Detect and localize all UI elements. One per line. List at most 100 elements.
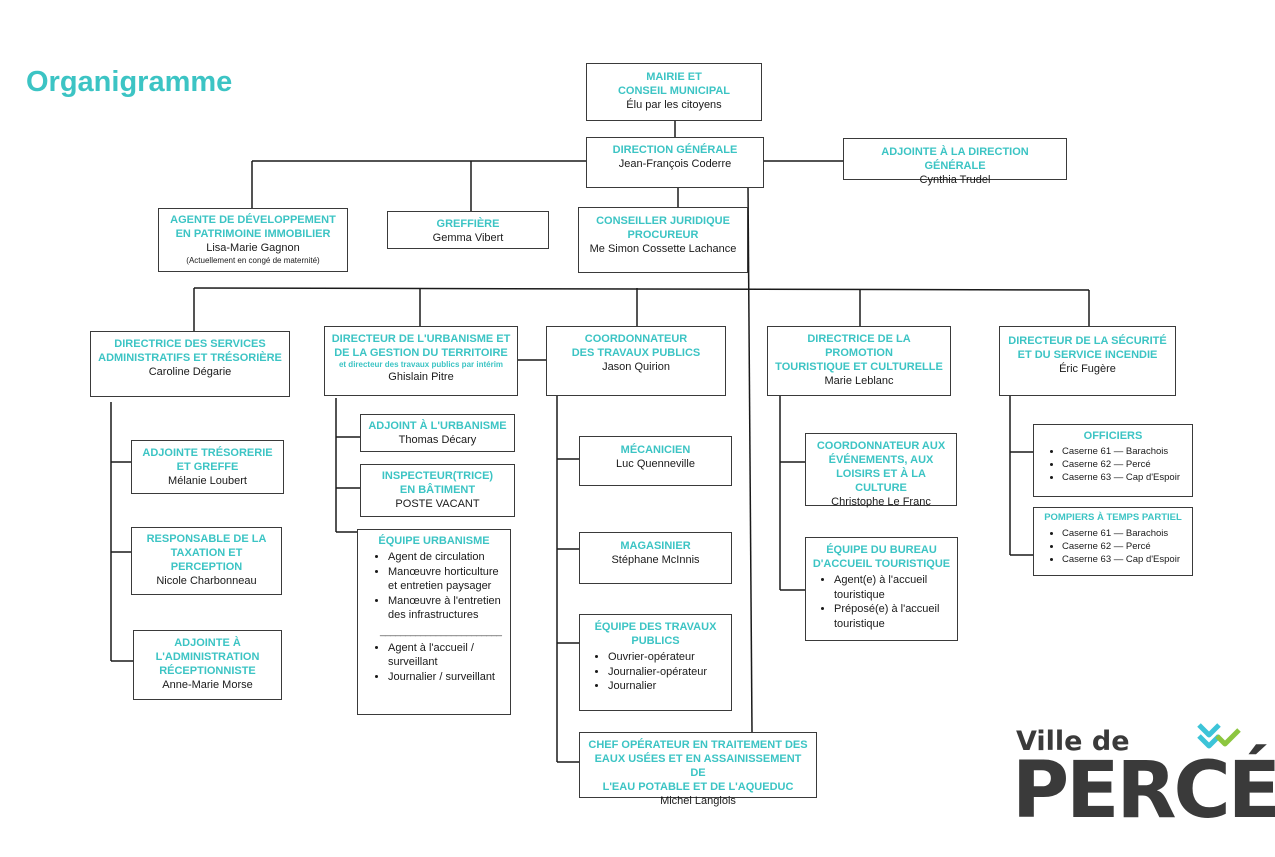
agente-note: (Actuellement en congé de maternité) xyxy=(186,256,320,265)
agente-title-1: AGENTE DE DÉVELOPPEMENT xyxy=(170,214,336,226)
adj-admin-name: Anne-Marie Morse xyxy=(162,679,253,691)
conseiller-juridique-box: CONSEILLER JURIDIQUE PROCUREUR Me Simon … xyxy=(578,207,748,273)
resp-tax-title-2: TAXATION ET xyxy=(170,547,243,559)
magasinier-box: MAGASINIER Stéphane McInnis xyxy=(579,532,732,584)
conseiller-title-1: CONSEILLER JURIDIQUE xyxy=(596,215,730,227)
equipe-travaux-publics-box: ÉQUIPE DES TRAVAUX PUBLICS Ouvrier-opéra… xyxy=(579,614,732,711)
greffiere-box: GREFFIÈRE Gemma Vibert xyxy=(387,211,549,249)
secu-title-1: DIRECTEUR DE LA SÉCURITÉ xyxy=(1008,335,1167,347)
list-item: Journalier-opérateur xyxy=(608,665,727,680)
list-item: Caserne 62 — Percé xyxy=(1062,458,1190,471)
adjointe-administration-box: ADJOINTE À L'ADMINISTRATION RÉCEPTIONNIS… xyxy=(133,630,282,700)
conseiller-name: Me Simon Cossette Lachance xyxy=(589,243,737,255)
urb-title-1: DIRECTEUR DE L'URBANISME ET xyxy=(331,333,511,345)
secu-name: Éric Fugère xyxy=(1059,363,1116,375)
equipe-urb-separator: ________________________ xyxy=(380,625,502,637)
inspect-title-1: INSPECTEUR(TRICE) xyxy=(381,470,494,482)
adj-admin-title-3: RÉCEPTIONNISTE xyxy=(159,665,256,677)
coord-evt-title-1: COORDONNATEUR AUX xyxy=(816,440,946,452)
adjointe-dg-box: ADJOINTE À LA DIRECTION GÉNÉRALE Cynthia… xyxy=(843,138,1067,186)
adjointe-tresorerie-box: ADJOINTE TRÉSORERIE ET GREFFE Mélanie Lo… xyxy=(131,440,284,494)
chef-operateur-box: CHEF OPÉRATEUR EN TRAITEMENT DES EAUX US… xyxy=(579,732,817,807)
equipe-bureau-title-2: D'ACCUEIL TOURISTIQUE xyxy=(812,558,951,570)
promo-title-1: DIRECTRICE DE LA PROMOTION xyxy=(807,333,911,359)
pompiers-title: POMPIERS À TEMPS PARTIEL xyxy=(1044,512,1182,523)
coordonnateur-tp-box: COORDONNATEUR DES TRAVAUX PUBLICS Jason … xyxy=(546,326,726,396)
page-title: Organigramme xyxy=(26,66,233,98)
adjointe-dg-title: ADJOINTE À LA DIRECTION GÉNÉRALE xyxy=(881,146,1029,172)
direction-generale-box: DIRECTION GÉNÉRALE Jean-François Coderre xyxy=(586,137,764,188)
mairie-title-2: CONSEIL MUNICIPAL xyxy=(617,85,731,97)
directrice-services-admin-box: DIRECTRICE DES SERVICES ADMINISTRATIFS E… xyxy=(90,331,290,397)
coord-evt-title-3: LOISIRS ET À LA CULTURE xyxy=(836,468,926,494)
list-item: Préposé(e) à l'accueil touristique xyxy=(834,602,953,631)
officiers-list: Caserne 61 — Barachois Caserne 62 — Perc… xyxy=(1036,445,1190,484)
list-item: Caserne 61 — Barachois xyxy=(1062,527,1190,540)
promo-title-2: TOURISTIQUE ET CULTURELLE xyxy=(775,361,943,373)
ville-de-perce-logo: Ville de PERCÉ xyxy=(1012,722,1275,842)
inspect-title-2: EN BÂTIMENT xyxy=(399,484,476,496)
tp-name: Jason Quirion xyxy=(602,361,670,373)
list-item: Journalier / surveillant xyxy=(388,670,506,685)
equipe-urb-list-a: Agent de circulation Manœuvre horticultu… xyxy=(362,550,506,623)
adjoint-urbanisme-box: ADJOINT À L'URBANISME Thomas Décary xyxy=(360,414,515,452)
tp-title-2: DES TRAVAUX PUBLICS xyxy=(571,347,701,359)
list-item: Caserne 63 — Cap d'Espoir xyxy=(1062,553,1190,566)
list-item: Caserne 61 — Barachois xyxy=(1062,445,1190,458)
meca-title: MÉCANICIEN xyxy=(620,444,691,456)
mairie-box: MAIRIE ET CONSEIL MUNICIPAL Élu par les … xyxy=(586,63,762,121)
chef-op-title-3: L'EAU POTABLE ET DE L'AQUEDUC xyxy=(602,781,794,793)
adjointe-dg-name: Cynthia Trudel xyxy=(919,174,991,186)
conseiller-title-2: PROCUREUR xyxy=(627,229,699,241)
dsa-title-1: DIRECTRICE DES SERVICES xyxy=(114,338,266,350)
list-item: Manœuvre horticulture et entretien paysa… xyxy=(388,565,506,594)
mecanicien-box: MÉCANICIEN Luc Quenneville xyxy=(579,436,732,486)
adj-admin-title-1: ADJOINTE À xyxy=(174,637,241,649)
urb-subtitle: et directeur des travaux publics par int… xyxy=(338,360,504,369)
equipe-urbanisme-box: ÉQUIPE URBANISME Agent de circulation Ma… xyxy=(357,529,511,715)
resp-tax-name: Nicole Charbonneau xyxy=(156,575,257,587)
coord-evt-name: Christophe Le Franc xyxy=(831,496,931,508)
resp-tax-title-1: RESPONSABLE DE LA xyxy=(146,533,267,545)
equipe-bureau-accueil-box: ÉQUIPE DU BUREAU D'ACCUEIL TOURISTIQUE A… xyxy=(805,537,958,641)
inspecteur-batiment-box: INSPECTEUR(TRICE) EN BÂTIMENT POSTE VACA… xyxy=(360,464,515,517)
equipe-bureau-title-1: ÉQUIPE DU BUREAU xyxy=(826,544,937,556)
dsa-name: Caroline Dégarie xyxy=(148,366,232,378)
pompiers-list: Caserne 61 — Barachois Caserne 62 — Perc… xyxy=(1036,527,1190,566)
dsa-title-2: ADMINISTRATIFS ET TRÉSORIÈRE xyxy=(98,352,282,364)
mairie-title-1: MAIRIE ET xyxy=(646,71,702,83)
adj-treso-name: Mélanie Loubert xyxy=(168,475,247,487)
agente-developpement-box: AGENTE DE DÉVELOPPEMENT EN PATRIMOINE IM… xyxy=(158,208,348,272)
list-item: Agent de circulation xyxy=(388,550,506,565)
adj-treso-title-2: ET GREFFE xyxy=(176,461,239,473)
equipe-tp-list: Ouvrier-opérateur Journalier-opérateur J… xyxy=(584,650,727,694)
agente-name: Lisa-Marie Gagnon xyxy=(206,242,300,254)
directeur-urbanisme-box: DIRECTEUR DE L'URBANISME ET DE LA GESTIO… xyxy=(324,326,518,396)
greffiere-name: Gemma Vibert xyxy=(432,232,504,244)
coordonnateur-evenements-box: COORDONNATEUR AUX ÉVÉNEMENTS, AUX LOISIR… xyxy=(805,433,957,508)
chef-op-title-2: EAUX USÉES ET EN ASSAINISSEMENT DE xyxy=(594,753,802,779)
promo-name: Marie Leblanc xyxy=(824,375,894,387)
greffiere-title: GREFFIÈRE xyxy=(436,218,500,230)
directrice-promotion-box: DIRECTRICE DE LA PROMOTION TOURISTIQUE E… xyxy=(767,326,951,396)
list-item: Caserne 62 — Percé xyxy=(1062,540,1190,553)
equipe-tp-title-1: ÉQUIPE DES TRAVAUX xyxy=(594,621,717,633)
equipe-urb-title: ÉQUIPE URBANISME xyxy=(378,535,490,547)
agente-title-2: EN PATRIMOINE IMMOBILIER xyxy=(175,228,331,240)
pompiers-temps-partiel-box: POMPIERS À TEMPS PARTIEL Caserne 61 — Ba… xyxy=(1033,507,1193,576)
chef-op-title-1: CHEF OPÉRATEUR EN TRAITEMENT DES xyxy=(588,739,808,751)
list-item: Agent à l'accueil / surveillant xyxy=(388,641,506,670)
magas-name: Stéphane McInnis xyxy=(611,554,700,566)
chef-op-name: Michel Langlois xyxy=(660,795,736,807)
meca-name: Luc Quenneville xyxy=(616,458,695,470)
officiers-title: OFFICIERS xyxy=(1083,430,1143,442)
urb-name: Ghislain Pitre xyxy=(388,371,454,383)
tp-title-1: COORDONNATEUR xyxy=(584,333,688,345)
logo-ville-de: Ville de xyxy=(1016,726,1130,757)
list-item: Journalier xyxy=(608,679,727,694)
dg-name: Jean-François Coderre xyxy=(618,158,732,170)
dg-title: DIRECTION GÉNÉRALE xyxy=(612,144,738,156)
directeur-securite-box: DIRECTEUR DE LA SÉCURITÉ ET DU SERVICE I… xyxy=(999,326,1176,396)
magas-title: MAGASINIER xyxy=(620,540,691,552)
